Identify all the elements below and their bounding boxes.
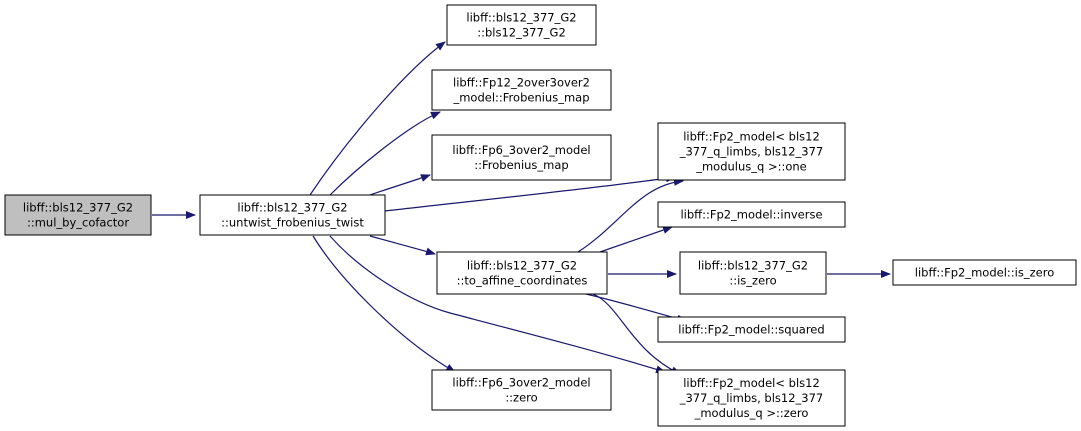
node-box [431,69,612,111]
call-edge-13 [592,293,681,375]
node-mul-by-cofactor[interactable]: libff::bls12_377_G2::mul_by_cofactor [4,194,152,236]
node-box [431,134,612,181]
call-edge-3 [329,111,441,196]
node-fp2-is-zero[interactable]: libff::Fp2_model::is_zero [892,259,1077,286]
call-edge-5 [384,174,676,212]
node-fp2-one[interactable]: libff::Fp2_model< bls12_377_q_limbs, bls… [657,122,846,181]
node-box [657,316,846,343]
node-label-line: ::is_zero [729,274,776,288]
node-fp2-squared[interactable]: libff::Fp2_model::squared [657,316,846,343]
node-box [657,122,846,181]
node-box [446,4,597,46]
edges-layer [152,41,891,375]
node-label-line: _377_q_limbs, bls12_377 [679,145,824,159]
call-edge-7 [312,235,456,373]
node-label-line: libff::Fp6_3over2_model [452,376,590,390]
node-label-line: ::to_affine_coordinates [457,274,588,288]
call-edge-6 [369,235,436,256]
call-edge-9 [577,177,684,253]
node-label-line: libff::Fp2_model::inverse [680,208,822,222]
node-g2-is-zero[interactable]: libff::bls12_377_G2::is_zero [679,251,827,295]
node-box [892,259,1077,286]
node-label-line: ::mul_by_cofactor [27,216,129,230]
call-edge-10 [599,226,673,253]
nodes-layer: libff::bls12_377_G2::mul_by_cofactorlibf… [4,4,1077,427]
node-box [4,194,152,236]
node-fp6-zero[interactable]: libff::Fp6_3over2_model::zero [431,369,612,411]
node-label-line: _377_q_limbs, bls12_377 [679,391,824,405]
node-label-line: libff::Fp2_model< bls12 [683,376,820,390]
node-label-line: libff::Fp2_model::is_zero [915,266,1054,280]
call-edge-2 [309,41,446,196]
node-box [657,369,846,427]
node-label-line: ::untwist_frobenius_twist [221,216,364,230]
node-label-line: libff::Fp2_model< bls12 [683,130,820,144]
node-untwist-frobenius-twist[interactable]: libff::bls12_377_G2::untwist_frobenius_t… [199,194,386,236]
node-label-line: ::bls12_377_G2 [477,26,566,40]
node-to-affine[interactable]: libff::bls12_377_G2::to_affine_coordinat… [436,251,608,295]
node-fp12-frobenius[interactable]: libff::Fp12_2over3over2_model::Frobenius… [431,69,612,111]
node-box [657,201,846,228]
node-label-line: libff::bls12_377_G2 [237,201,347,215]
node-label-line: _model::Frobenius_map [452,91,589,105]
node-label-line: libff::Fp12_2over3over2 [453,76,590,90]
node-label-line: _modulus_q >::one [695,160,807,174]
node-label-line: libff::Fp6_3over2_model [452,143,590,157]
node-label-line: libff::bls12_377_G2 [23,201,133,215]
node-g2-ctor[interactable]: libff::bls12_377_G2::bls12_377_G2 [446,4,597,46]
node-fp6-frobenius[interactable]: libff::Fp6_3over2_model::Frobenius_map [431,134,612,181]
node-box [199,194,386,236]
call-edge-4 [369,174,431,196]
node-label-line: ::zero [505,391,537,405]
node-label-line: libff::bls12_377_G2 [698,259,808,273]
node-box [436,251,608,295]
node-box [431,369,612,411]
node-fp2-zero[interactable]: libff::Fp2_model< bls12_377_q_limbs, bls… [657,369,846,427]
node-label-line: ::Frobenius_map [474,158,568,172]
call-edge-8 [329,235,666,374]
node-label-line: libff::bls12_377_G2 [466,11,576,25]
node-box [679,251,827,295]
node-label-line: libff::bls12_377_G2 [467,259,577,273]
node-label-line: libff::Fp2_model::squared [678,323,824,337]
node-label-line: _modulus_q >::zero [694,406,809,420]
node-fp2-inverse[interactable]: libff::Fp2_model::inverse [657,201,846,228]
